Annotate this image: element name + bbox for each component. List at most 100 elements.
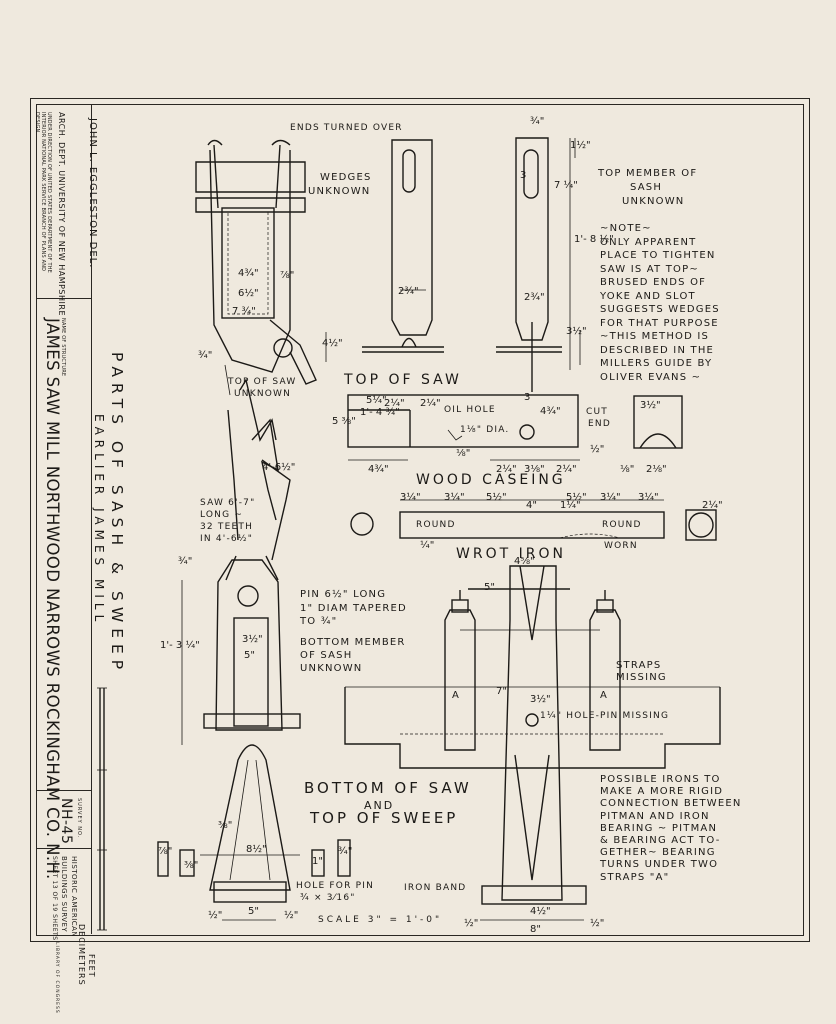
oil-hole-label: OIL HOLE <box>444 405 496 415</box>
saw-note: SAW 6'-7" LONG ~ 32 TEETH IN 4'-6½" <box>200 498 256 544</box>
dim-3-1-4-a: 3¼" <box>400 492 421 503</box>
scale-bar <box>97 687 107 931</box>
top-member-unknown: UNKNOWN <box>622 196 685 207</box>
hole-for-pin-size: ¾ × 3⁄16" <box>300 893 356 903</box>
dim-1-8-1-2: 1'- 8 ½" <box>574 234 614 245</box>
dim-5-sweep: 5" <box>248 906 259 917</box>
dim-1-3-8-small: ⅜" <box>184 860 199 871</box>
dia-label: 1⅛" DIA. <box>460 425 510 435</box>
dim-1-8: ⅛" <box>620 464 635 475</box>
dim-3-1-4-c: 3¼" <box>600 492 621 503</box>
dim-3-1-8: 3⅛" <box>524 464 545 475</box>
dim-3-4-top: ¾" <box>530 116 545 127</box>
hole-pin-missing-label: 1¼" HOLE-PIN MISSING <box>540 711 670 721</box>
dim-1-4: ¼" <box>420 540 435 551</box>
dim-3-1-4-b: 3¼" <box>444 492 465 503</box>
dim-1-small: 1" <box>312 856 323 867</box>
bottom-of-saw-heading: BOTTOM OF SAW <box>304 779 472 797</box>
strap-a-left: A <box>452 690 461 701</box>
pin-note: PIN 6½" LONG 1" DIAM TAPERED TO ¾" <box>300 589 407 627</box>
sweep-bottom <box>200 744 584 921</box>
dim-2-1-4-vert: 2¼" <box>384 398 405 409</box>
and-label: AND <box>364 799 395 812</box>
dim-1-4-3-4: 1'- 4 ¾" <box>360 407 400 418</box>
wedge-side <box>496 137 581 392</box>
title-block-divider <box>36 298 91 299</box>
dim-4-3-4: 4¾" <box>238 268 259 279</box>
dim-4: 4" <box>526 500 537 511</box>
strap-a-right: A <box>600 690 609 701</box>
top-sash-yoke <box>195 139 327 396</box>
dim-2-1-4-bottom: 2¼" <box>496 464 517 475</box>
border-inner <box>36 104 804 936</box>
dim-2-1-4: 2¼" <box>420 398 441 409</box>
scale-label: SCALE 3" = 1'-0" <box>318 915 443 925</box>
dim-2-3-4-side: 2¾" <box>524 292 545 303</box>
dim-1-2-sweep-r: ½" <box>284 910 299 921</box>
cut-end-label: CUT <box>586 407 608 417</box>
straps-missing-note: STRAPS MISSING <box>616 660 667 683</box>
dim-1-2-band-l: ½" <box>464 918 479 929</box>
dim-4-1-2: 4½" <box>322 338 343 349</box>
iron-band-label: IRON BAND <box>404 883 467 893</box>
title-block-divider <box>36 790 91 791</box>
dim-4-3-4-bottom: 4¾" <box>368 464 389 475</box>
cut-end-label-2: END <box>588 419 611 429</box>
dim-8-1-2: 8½" <box>246 844 267 855</box>
dim-1-2-band-r: ½" <box>590 918 605 929</box>
dim-5-1-4: 5¼" <box>366 395 387 406</box>
wedges-unknown-label: UNKNOWN <box>308 186 371 197</box>
dim-3-bottom: 3 <box>524 392 531 403</box>
dim-4-5-8: 4⅝" <box>514 556 535 567</box>
dim-3-4-bottom-yoke: ¾" <box>178 556 193 567</box>
dim-3-1-2-yoke: 3½" <box>242 634 263 645</box>
dim-5-3-8: 5 ⅜" <box>332 416 356 427</box>
title-block <box>36 104 92 934</box>
dim-5-1-2-a: 5½" <box>486 492 507 503</box>
top-of-saw-elevation <box>347 394 580 461</box>
title-block-divider <box>36 848 91 849</box>
dim-1-1-2: 1½" <box>570 140 591 151</box>
ends-turned-over-label: ENDS TURNED OVER <box>290 123 403 133</box>
bottom-member-note: BOTTOM MEMBER OF SASH UNKNOWN <box>300 637 406 674</box>
note-block: ~NOTE~ ONLY APPARENT PLACE TO TIGHTEN SA… <box>600 223 720 383</box>
top-of-saw-unknown-label: TOP OF SAW <box>228 377 297 387</box>
dim-4-6-1-2: 4'-6½" <box>262 462 296 473</box>
pitman-casing <box>344 686 721 769</box>
dim-7: 7" <box>496 686 507 697</box>
dim-1-2-cut: ½" <box>590 444 605 455</box>
border-outer <box>30 98 810 942</box>
straps-a <box>444 590 621 751</box>
wedge-front <box>362 139 444 353</box>
top-member-sash: SASH <box>630 182 663 193</box>
top-of-saw-unknown-label-2: UNKNOWN <box>234 389 292 399</box>
wrot-iron-sweep <box>460 565 600 905</box>
dim-3: 3 <box>520 170 527 181</box>
small-details <box>157 839 351 877</box>
wood-caseing-drawing <box>350 499 717 541</box>
dim-7-1-4: 7 ¼" <box>554 180 578 191</box>
round-label-right: ROUND <box>602 520 642 530</box>
wood-caseing-heading: WOOD CASEING <box>416 472 566 488</box>
dim-2-1-8: 2⅛" <box>646 464 667 475</box>
hole-for-pin-label: HOLE FOR PIN <box>296 881 375 891</box>
bottom-sash-yoke <box>181 555 301 745</box>
dim-1-2-sweep-l: ½" <box>208 910 223 921</box>
dim-4-3-4-top: 4¾" <box>540 406 561 417</box>
dim-7-8: ⅞" <box>280 270 295 281</box>
dim-7-3-4: 7 ¾" <box>232 306 256 317</box>
worn-label: WORN <box>604 541 638 551</box>
top-member-label: TOP MEMBER OF <box>598 168 698 179</box>
dim-3-1-2-wrot: 3½" <box>530 694 551 705</box>
dim-3-4-small: ¾" <box>338 846 353 857</box>
dim-1-1-4-case: 1¼" <box>560 500 581 511</box>
dim-2-3-4: 2¾" <box>398 286 419 297</box>
dim-4-1-2-bottom: 4½" <box>530 906 551 917</box>
dim-8: 8" <box>530 924 541 935</box>
dim-2-1-4-right: 2¼" <box>556 464 577 475</box>
dim-1-8-bottom: ⅛" <box>456 448 471 459</box>
dim-5-wrot: 5" <box>484 582 495 593</box>
dim-6-1-2: 6½" <box>238 288 259 299</box>
